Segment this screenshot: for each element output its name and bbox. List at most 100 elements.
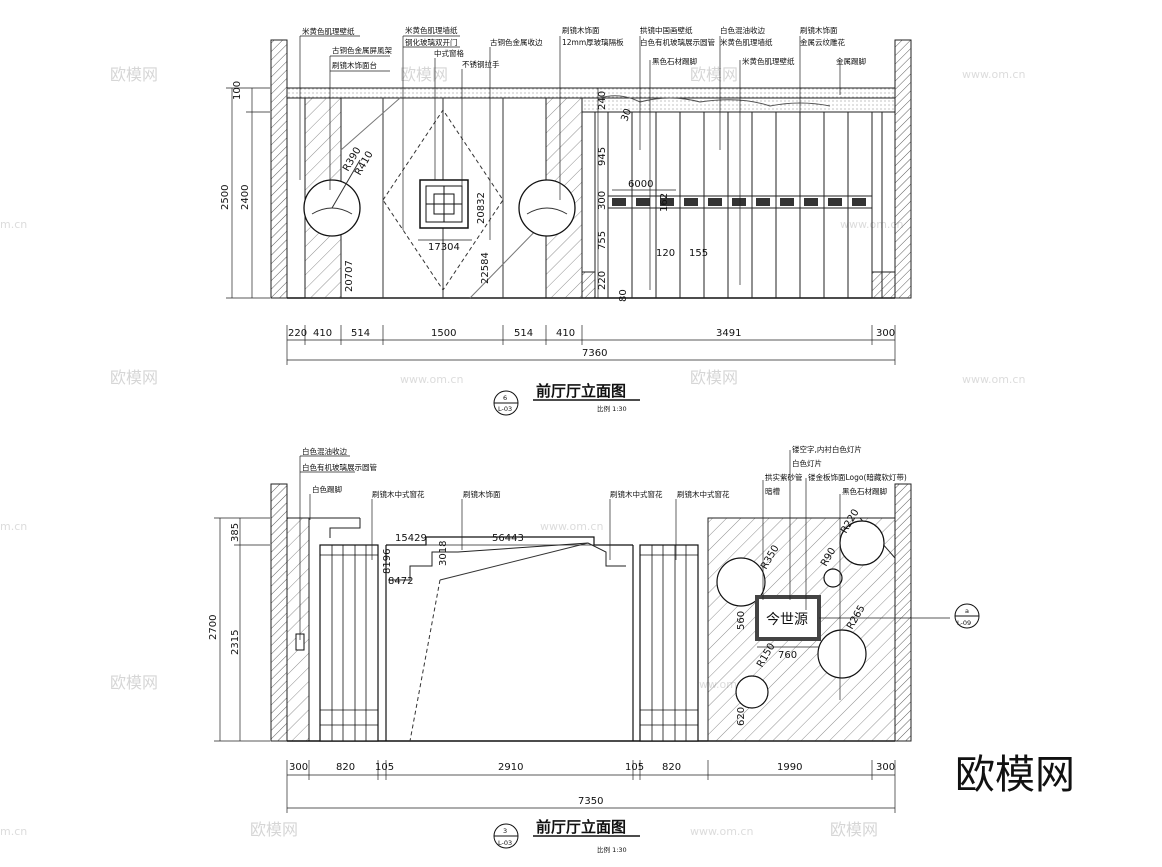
carved-pattern [599,95,831,107]
side-panel [286,517,310,742]
section-number: a [965,607,969,615]
dimension-label: 6000 [628,179,653,190]
skirting [871,271,896,299]
niche-ornament [526,207,568,215]
note-label: 白色混油收边 [720,25,765,35]
dimension-label: 220 [288,328,307,339]
watermark-text: 欧模网 [110,65,158,84]
note-label: 白色灯片 [792,458,822,468]
total-dimension-label: 7360 [582,348,607,359]
perspective-line [439,542,589,581]
right-wall [894,39,912,299]
note-label: 白色踢脚 [312,484,342,494]
scale-label: 比例 1:30 [597,845,627,854]
dimension-label: 100 [232,81,243,100]
note-label: 中式窗格 [434,48,464,58]
vertical-dimension-lines [214,517,270,742]
lattice-bars [640,545,698,741]
watermark-text: 欧模网 [690,368,738,387]
dimension-label: 20832 [476,192,487,224]
lattice-bars [320,545,378,741]
dimension-label: 2400 [240,185,251,210]
drawing-title: 前厅厅立面图 [536,382,626,400]
note-label: 米黄色肌理墙纸 [720,37,773,47]
dimension-label: 300 [597,191,608,210]
dimension-label: 80 [618,289,629,302]
dimension-label: 2315 [230,630,241,655]
watermark-url: www.om.cn [400,373,463,386]
note-label: 12mm厚玻璃隔板 [562,37,624,47]
dimension-label: 2910 [498,762,523,773]
note-label: 米黄色肌理壁纸 [302,26,355,36]
note-label: 白色有机玻璃展示圆管 [640,37,715,47]
dimension-label: 155 [689,248,708,259]
note-label: 黑色石材踢脚 [842,486,887,496]
dimension-label: 162 [659,193,670,212]
horizontal-dimension-lines [286,325,896,365]
dimension-label: 385 [230,523,241,542]
dimension-label: 1500 [431,328,456,339]
dimension-label: 105 [375,762,394,773]
dimension-label: 755 [597,231,608,250]
watermark-url: www.om.cn [962,373,1025,386]
round-niche [735,675,769,709]
dimension-label: 514 [514,328,533,339]
skirting [581,271,596,299]
watermark-layer: 欧模网 欧模网 欧模网 www.om.cn m.cn www.om.cn 欧模网… [0,65,1025,839]
dimension-label: 620 [736,707,747,726]
watermark-url: www.om.cn [540,520,603,533]
ref-number: 3 [503,827,507,835]
dimension-label: 56443 [492,533,524,544]
dimension-label: 410 [556,328,575,339]
dimension-label: 120 [656,248,675,259]
dimension-label: 300 [289,762,308,773]
ref-sheet: L-03 [498,839,512,847]
left-wall [270,39,288,299]
note-label: 刷镜木饰面 [463,489,501,499]
section-sheet: L-09 [957,619,971,627]
dimension-label: 17304 [428,242,460,253]
dimension-label: 300 [876,762,895,773]
dimension-label: 945 [597,147,608,166]
dimension-label: 410 [313,328,332,339]
dimension-label: 15429 [395,533,427,544]
right-wall [894,483,912,742]
bottom-dimension-labels: 300 820 105 2910 105 820 1990 300 7350 [289,762,895,807]
dimension-label: 300 [876,328,895,339]
drawing-title: 前厅厅立面图 [536,818,626,836]
note-label: 米黄色肌理壁纸 [742,56,795,66]
note-label: 镂空字,内衬白色灯片 [792,444,862,454]
dimension-label: 3491 [716,328,741,339]
material-notes: 白色混油收边 白色有机玻璃展示圆管 白色踢脚 刷镜木中式窗花 刷镜木饰面 刷镜木… [302,444,907,499]
leader-lines [299,450,841,700]
material-notes: 米黄色肌理壁纸 古铜色金属屏風架 刷镜木饰面台 米黄色肌理墙纸 钢化玻璃双开门 … [302,25,866,70]
round-niche [716,557,766,607]
watermark-text: 欧模网 [110,368,158,387]
arch-profile [388,542,626,581]
dimension-label: 3018 [438,541,449,566]
watermark-url: m.cn [0,218,27,231]
dimension-label: 8472 [388,576,413,587]
dimension-label: 760 [778,650,797,661]
watermark-url: m.cn [0,520,27,533]
note-label: 拱镜中国画壁纸 [640,25,693,35]
note-label: 钢化玻璃双开门 [405,37,458,47]
dimension-label: 220 [597,271,608,290]
dimension-label: 514 [351,328,370,339]
note-label: 金属踢脚 [836,56,866,66]
watermark-url: www.om.cn [962,68,1025,81]
round-niche [823,568,843,588]
logo-text: 今世源 [766,612,808,628]
vertical-dimension-lines [226,87,599,299]
horizontal-dimension-lines [286,760,896,813]
note-label: 暗槽 [765,486,780,496]
drawing-title-bottom: 3 L-03 前厅厅立面图 比例 1:30 [493,818,640,854]
watermark-url: m.cn [0,825,27,838]
watermark-text: 欧模网 [110,673,158,692]
scale-label: 比例 1:30 [597,404,627,413]
bottom-dimension-labels: 220 410 514 1500 514 410 3491 300 7360 [288,328,895,359]
crown-panel [581,97,896,113]
watermark-url: www.om.cn [690,825,753,838]
note-label: 金属云纹雕花 [800,37,845,47]
